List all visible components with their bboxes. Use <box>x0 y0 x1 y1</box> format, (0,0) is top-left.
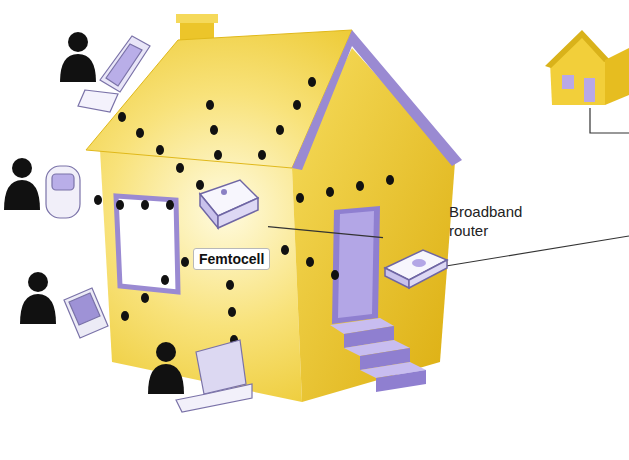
signal-dot <box>118 112 126 122</box>
femtocell-device: Femtocell <box>190 176 268 270</box>
router-device: Broadband router <box>383 202 561 290</box>
node-label: Femtocell <box>193 248 270 270</box>
femtocell-led <box>221 189 227 195</box>
laptop-base <box>176 384 252 412</box>
signal-dot <box>226 280 234 290</box>
signal-dot <box>356 181 364 191</box>
femtocell-box <box>196 176 260 232</box>
signal-dot <box>141 293 149 303</box>
signal-dot <box>281 245 289 255</box>
router-box <box>383 244 449 290</box>
pager-screen <box>52 174 74 190</box>
signal-dot <box>136 128 144 138</box>
small-house-wall <box>550 32 605 105</box>
signal-dot <box>306 257 314 267</box>
person-head <box>12 158 32 178</box>
signal-dot <box>94 195 102 205</box>
window <box>116 196 178 292</box>
person-body <box>60 54 96 82</box>
house <box>86 14 462 402</box>
pda-device <box>64 288 108 338</box>
signal-dot <box>331 270 339 280</box>
person-silhouette <box>20 272 56 324</box>
phone-screen <box>106 44 142 86</box>
person-body <box>4 180 40 210</box>
house-front-wall <box>100 150 302 402</box>
person-head <box>28 272 48 292</box>
door <box>332 206 380 324</box>
signal-dot <box>210 125 218 135</box>
person-silhouette <box>60 32 96 82</box>
signal-dot <box>308 77 316 87</box>
signal-dot <box>258 150 266 160</box>
door-panel <box>338 211 374 318</box>
signal-dot <box>293 100 301 110</box>
person-body <box>148 364 184 394</box>
small-house-side <box>605 48 629 105</box>
signal-dot <box>214 150 222 160</box>
signal-dot <box>296 193 304 203</box>
small-house-roof <box>545 30 610 68</box>
router-button <box>412 259 426 267</box>
signal-dot <box>176 163 184 173</box>
network-wire <box>590 108 629 133</box>
small-house <box>545 30 629 133</box>
signal-dot <box>141 200 149 210</box>
person-silhouette <box>4 158 40 210</box>
router-side <box>385 268 409 288</box>
person-head <box>68 32 88 52</box>
person-body <box>20 294 56 324</box>
signal-dot <box>326 187 334 197</box>
person-silhouette <box>148 342 184 394</box>
pda-screen <box>69 293 100 325</box>
signal-dots <box>94 77 394 345</box>
laptop-screen <box>196 340 246 394</box>
network-cable <box>268 227 383 238</box>
users <box>4 32 184 394</box>
signal-dot <box>181 257 189 267</box>
signal-dot <box>156 145 164 155</box>
pager-device <box>46 166 80 218</box>
small-house-door <box>584 78 595 102</box>
roof-edge <box>292 30 462 170</box>
step <box>376 370 426 392</box>
signal-dot <box>161 275 169 285</box>
signal-dot <box>386 175 394 185</box>
person-head <box>156 342 176 362</box>
small-house-window <box>562 75 574 89</box>
femtocell-front <box>218 198 258 228</box>
mobile-phone <box>100 36 150 92</box>
signal-dot <box>276 125 284 135</box>
network-wire <box>446 236 629 266</box>
house-roof <box>86 30 352 168</box>
phone-keypad <box>78 90 118 112</box>
node-label: Broadband router <box>449 202 559 240</box>
signal-dot <box>121 311 129 321</box>
router-front <box>409 260 447 288</box>
signal-dot <box>196 180 204 190</box>
signal-dot <box>116 200 124 210</box>
chimney-cap <box>176 14 218 23</box>
signal-dot <box>166 200 174 210</box>
signal-dot <box>228 307 236 317</box>
femtocell-side <box>200 194 218 228</box>
signal-dot <box>206 100 214 110</box>
